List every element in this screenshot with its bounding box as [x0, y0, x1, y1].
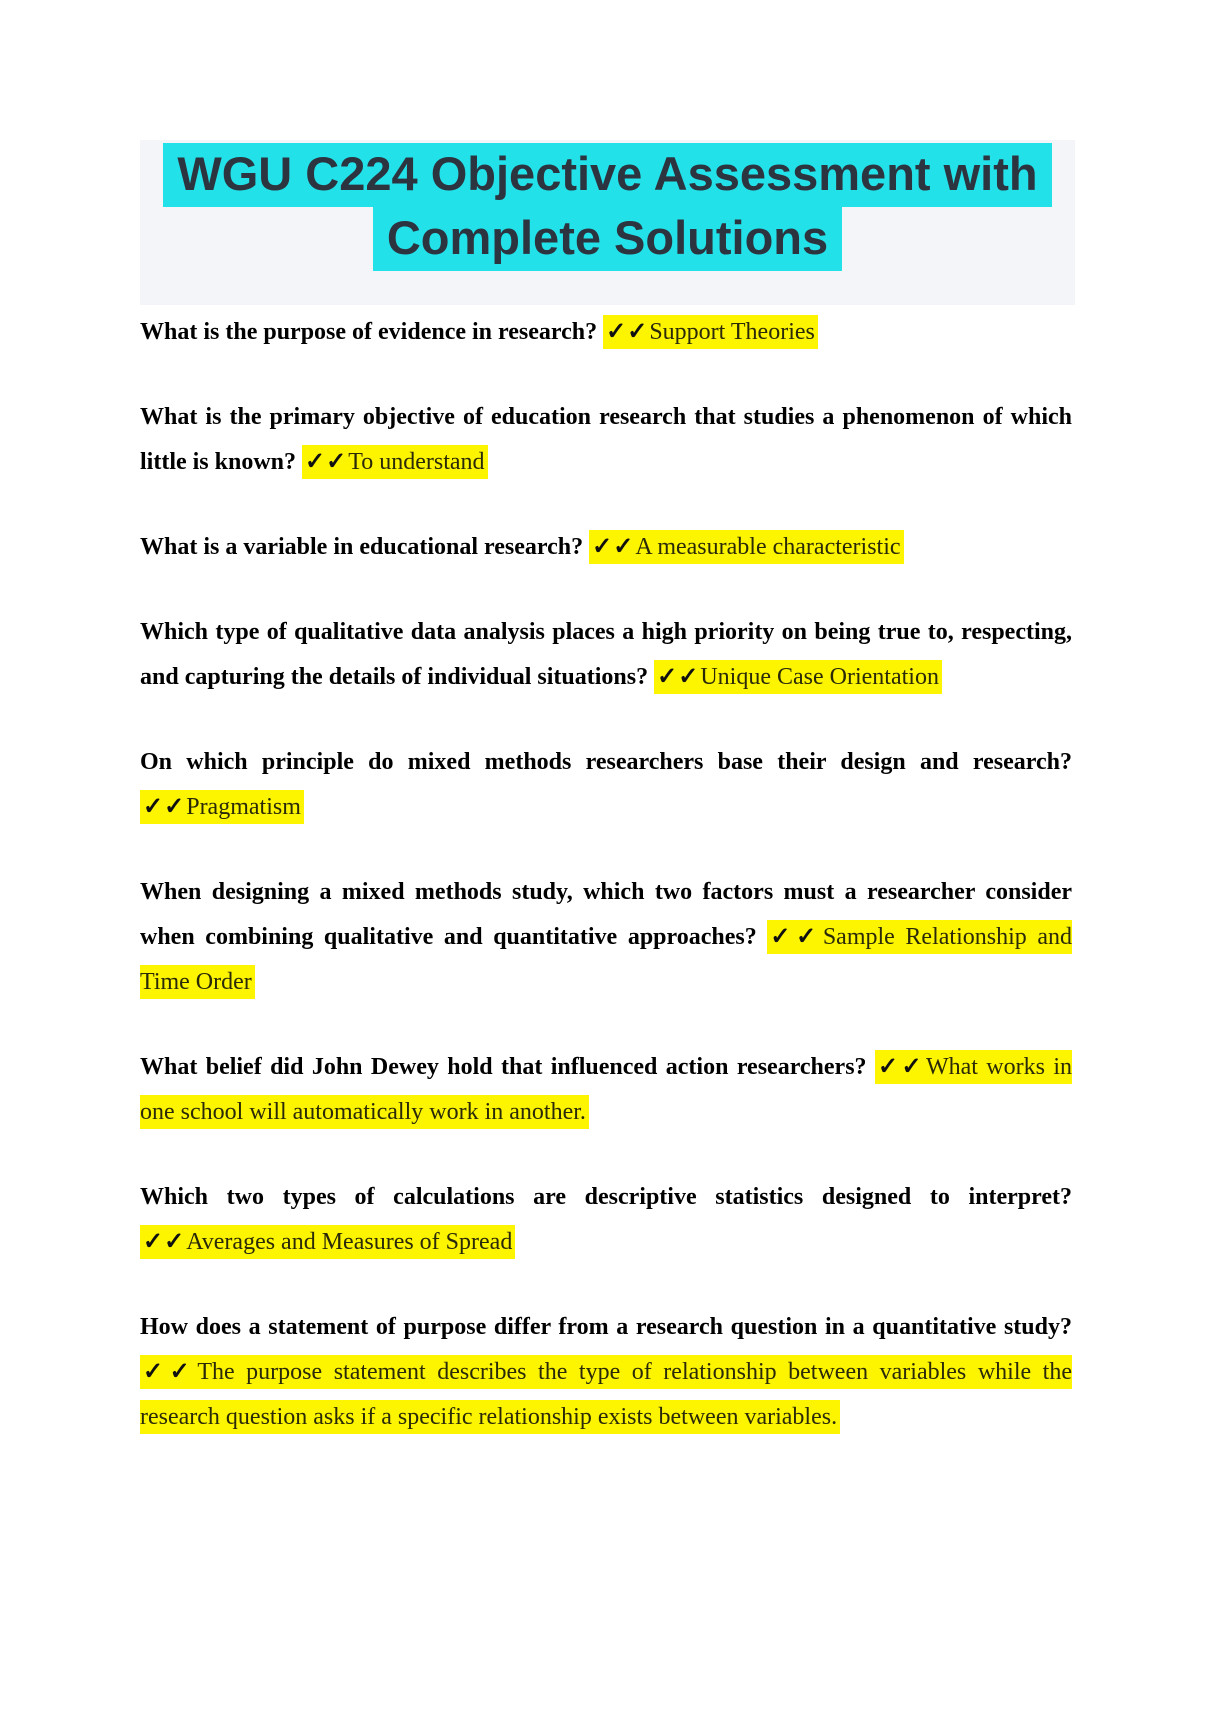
document-page: WGU C224 Objective Assessment with Compl…: [0, 140, 1224, 1440]
question-text: Which type of qualitative data analysis …: [140, 619, 1072, 690]
question-text: On which principle do mixed methods rese…: [140, 749, 1072, 775]
answer-text: A measurable characteristic: [635, 534, 901, 560]
answer-text: To understand: [348, 449, 485, 475]
qa-item: How does a statement of purpose differ f…: [140, 1305, 1073, 1440]
answer-highlight: ✓✓Support Theories: [603, 315, 818, 349]
checkmark-icons: ✓✓: [592, 534, 635, 560]
answer-text: Averages and Measures of Spread: [186, 1229, 513, 1255]
page-title-line-2: Complete Solutions: [372, 207, 843, 271]
answer-text: The purpose statement describes the type…: [140, 1359, 1073, 1430]
answer-highlight: ✓✓Averages and Measures of Spread: [140, 1225, 516, 1259]
question-text: What is a variable in educational resear…: [140, 534, 584, 560]
answer-highlight: ✓✓Pragmatism: [140, 790, 304, 824]
qa-item: On which principle do mixed methods rese…: [140, 740, 1072, 830]
question-text: How does a statement of purpose differ f…: [140, 1314, 1072, 1340]
answer-text: Support Theories: [649, 319, 815, 345]
page-title-line-1: WGU C224 Objective Assessment with: [163, 143, 1052, 207]
qa-item: When designing a mixed methods study, wh…: [140, 870, 1073, 1005]
checkmark-icons: ✓✓: [770, 924, 822, 950]
qa-item: What belief did John Dewey hold that inf…: [140, 1045, 1073, 1135]
question-text: What is the primary objective of educati…: [140, 404, 1072, 475]
answer-text: Pragmatism: [186, 794, 301, 820]
qa-item: What is the primary objective of educati…: [140, 395, 1072, 485]
page-title: WGU C224 Objective Assessment with Compl…: [140, 143, 1075, 271]
answer-text: Unique Case Orientation: [700, 664, 939, 690]
answer-highlight: ✓✓Unique Case Orientation: [654, 660, 942, 694]
page-title-row: WGU C224 Objective Assessment with: [140, 143, 1075, 207]
header-band: WGU C224 Objective Assessment with Compl…: [140, 140, 1075, 305]
checkmark-icons: ✓✓: [877, 1054, 925, 1080]
question-text: What belief did John Dewey hold that inf…: [140, 1054, 867, 1080]
question-text: When designing a mixed methods study, wh…: [140, 879, 1072, 950]
answer-text: What works in one school will automatica…: [140, 1054, 1073, 1125]
answer-highlight: ✓✓A measurable characteristic: [589, 530, 904, 564]
question-text: What is the purpose of evidence in resea…: [140, 319, 598, 345]
qa-item: What is the purpose of evidence in resea…: [140, 310, 1072, 355]
checkmark-icons: ✓✓: [143, 794, 186, 820]
qa-item: Which type of qualitative data analysis …: [140, 610, 1072, 700]
checkmark-icons: ✓✓: [305, 449, 348, 475]
qa-item: Which two types of calculations are desc…: [140, 1175, 1072, 1265]
answer-highlight: ✓✓The purpose statement describes the ty…: [140, 1355, 1073, 1434]
qa-list: What is the purpose of evidence in resea…: [140, 305, 1073, 1440]
answer-highlight: ✓✓To understand: [302, 445, 488, 479]
checkmark-icons: ✓✓: [143, 1229, 186, 1255]
checkmark-icons: ✓✓: [657, 664, 700, 690]
checkmark-icons: ✓✓: [606, 319, 649, 345]
question-text: Which two types of calculations are desc…: [140, 1184, 1072, 1210]
checkmark-icons: ✓✓: [143, 1359, 197, 1385]
page-title-row: Complete Solutions: [140, 207, 1075, 271]
answer-text: Sample Relationship and Time Order: [140, 924, 1073, 995]
qa-item: What is a variable in educational resear…: [140, 525, 1072, 570]
